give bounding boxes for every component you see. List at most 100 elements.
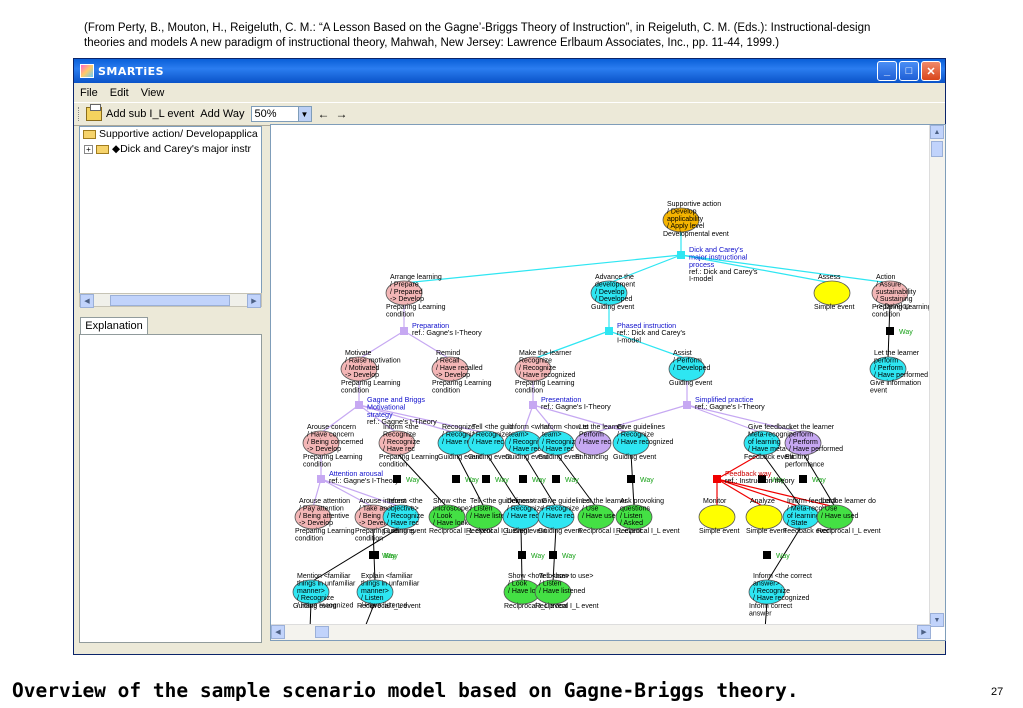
event-node[interactable] — [662, 207, 700, 233]
link-connector[interactable] — [320, 404, 360, 434]
add-sub-event-button[interactable]: Add sub I_L event — [106, 108, 195, 120]
link-connector[interactable] — [686, 404, 763, 434]
way-square[interactable] — [452, 475, 460, 483]
event-node[interactable] — [745, 504, 783, 530]
way-square[interactable] — [758, 475, 766, 483]
way-connector[interactable] — [310, 526, 402, 583]
toolbar-grip[interactable] — [78, 107, 82, 121]
link-connector[interactable] — [403, 254, 682, 284]
link-connector[interactable] — [608, 254, 682, 284]
way-connector[interactable] — [485, 452, 522, 508]
way-square[interactable] — [763, 551, 771, 559]
link-connector[interactable] — [403, 330, 451, 360]
event-node[interactable] — [871, 280, 909, 306]
event-node[interactable] — [340, 356, 378, 382]
minimize-button[interactable]: _ — [877, 61, 897, 81]
scroll-left-icon[interactable]: ◀ — [80, 294, 94, 308]
event-node[interactable] — [428, 504, 466, 530]
link-connector[interactable] — [522, 404, 534, 434]
event-node[interactable] — [869, 356, 907, 382]
menu-view[interactable]: View — [140, 86, 165, 99]
link-connector[interactable] — [358, 330, 405, 360]
link-connector[interactable] — [532, 404, 557, 434]
link-square[interactable] — [605, 327, 613, 335]
link-connector[interactable] — [532, 330, 610, 360]
way-square[interactable] — [886, 327, 894, 335]
link-connector[interactable] — [716, 478, 836, 508]
link-square[interactable] — [683, 401, 691, 409]
event-node[interactable] — [748, 579, 786, 605]
close-button[interactable]: ✕ — [921, 61, 941, 81]
event-node[interactable] — [743, 430, 781, 456]
way-square[interactable] — [549, 551, 557, 559]
way-square[interactable] — [519, 475, 527, 483]
tree-child[interactable]: + ◆Dick and Carey's major instr — [80, 142, 261, 157]
menu-file[interactable]: File — [80, 86, 98, 99]
event-node[interactable] — [784, 430, 822, 456]
expand-icon[interactable]: + — [84, 145, 93, 154]
link-connector[interactable] — [358, 404, 398, 434]
link-connector[interactable] — [532, 404, 632, 434]
event-node[interactable] — [467, 430, 505, 456]
link-square[interactable] — [529, 401, 537, 409]
scroll-up-icon[interactable]: ▲ — [930, 125, 944, 139]
way-square[interactable] — [552, 475, 560, 483]
link-connector[interactable] — [716, 478, 765, 508]
link-connector[interactable] — [680, 254, 891, 284]
event-node[interactable] — [537, 430, 575, 456]
add-way-button[interactable]: Add Way — [200, 108, 245, 120]
event-node[interactable] — [294, 504, 332, 530]
link-connector[interactable] — [680, 254, 833, 284]
tab-explanation[interactable]: Explanation — [80, 317, 148, 335]
back-button[interactable]: ← — [317, 107, 330, 121]
way-connector[interactable] — [396, 452, 448, 508]
event-node[interactable] — [378, 430, 416, 456]
tree-root[interactable]: Supportive action/ Developapplica — [80, 127, 261, 142]
event-node[interactable] — [465, 504, 503, 530]
title-bar[interactable]: SMARTiES _ □ ✕ — [74, 59, 945, 83]
scroll-left-icon[interactable]: ◀ — [271, 625, 285, 639]
way-connector[interactable] — [761, 452, 802, 508]
link-connector[interactable] — [320, 478, 402, 508]
link-connector[interactable] — [716, 452, 763, 480]
explanation-pane[interactable] — [79, 334, 262, 643]
way-connector[interactable] — [555, 452, 597, 508]
link-connector[interactable] — [358, 404, 487, 434]
link-connector[interactable] — [608, 330, 688, 360]
maximize-button[interactable]: □ — [899, 61, 919, 81]
canvas-horizontal-scrollbar[interactable]: ◀ ▶ — [271, 624, 931, 640]
link-square[interactable] — [400, 327, 408, 335]
event-node[interactable] — [813, 280, 851, 306]
scroll-down-icon[interactable]: ▼ — [930, 613, 944, 627]
link-square[interactable] — [677, 251, 685, 259]
link-connector[interactable] — [716, 478, 802, 508]
event-node[interactable] — [431, 356, 469, 382]
event-node[interactable] — [615, 504, 653, 530]
scroll-right-icon[interactable]: ▶ — [247, 294, 261, 308]
way-square[interactable] — [799, 475, 807, 483]
event-node[interactable] — [514, 356, 552, 382]
tree-horizontal-scrollbar[interactable]: ◀ ▶ — [79, 293, 262, 308]
event-node[interactable] — [574, 430, 612, 456]
link-connector[interactable] — [592, 404, 688, 434]
link-square[interactable] — [713, 475, 721, 483]
event-node[interactable] — [534, 579, 572, 605]
event-node[interactable] — [590, 280, 628, 306]
add-sub-event-icon[interactable] — [86, 104, 102, 121]
event-node[interactable] — [385, 280, 423, 306]
way-connector[interactable] — [522, 452, 557, 508]
way-square[interactable] — [627, 475, 635, 483]
link-connector[interactable] — [312, 478, 322, 508]
event-node[interactable] — [382, 504, 420, 530]
link-connector[interactable] — [686, 404, 804, 434]
menu-edit[interactable]: Edit — [109, 86, 129, 99]
canvas-vertical-scrollbar[interactable]: ▲ ▼ — [929, 125, 945, 627]
zoom-select[interactable]: 50% — [250, 106, 299, 122]
event-node[interactable] — [537, 504, 575, 530]
horizontal-scroll-thumb[interactable] — [315, 626, 329, 638]
event-node[interactable] — [698, 504, 736, 530]
link-square[interactable] — [355, 401, 363, 409]
link-connector[interactable] — [320, 478, 374, 508]
